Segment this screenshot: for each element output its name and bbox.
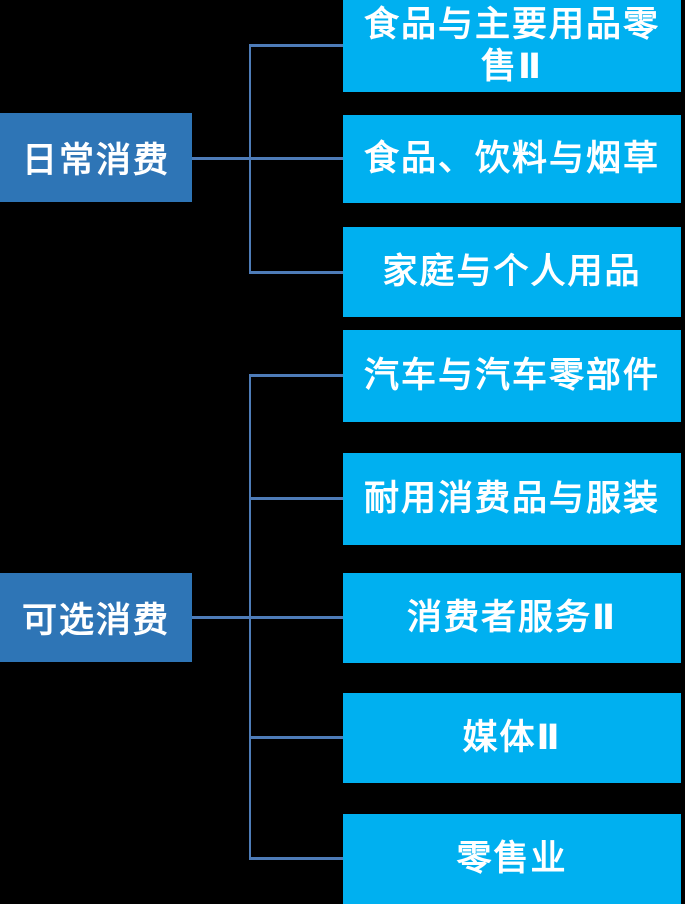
connector-daily-branch-top	[249, 44, 343, 47]
node-daily-consumption: 日常消费	[0, 113, 192, 202]
connector-optional-branch-2	[249, 497, 343, 500]
connector-optional-branch-5	[249, 857, 343, 860]
connector-optional-trunk	[249, 374, 251, 860]
connector-optional-stem	[192, 616, 343, 619]
node-media-ii: 媒体Ⅱ	[343, 693, 681, 783]
node-optional-consumption: 可选消费	[0, 573, 192, 662]
node-retailing: 零售业	[343, 814, 681, 904]
connector-daily-stem	[192, 157, 343, 160]
connector-optional-branch-4	[249, 736, 343, 739]
connector-optional-branch-1	[249, 374, 343, 377]
node-durables-apparel: 耐用消费品与服装	[343, 453, 681, 545]
connector-daily-trunk	[249, 44, 251, 274]
node-consumer-services-ii: 消费者服务Ⅱ	[343, 573, 681, 663]
node-autos-auto-parts: 汽车与汽车零部件	[343, 330, 681, 422]
node-household-personal-products: 家庭与个人用品	[343, 227, 681, 317]
node-food-beverage-tobacco: 食品、饮料与烟草	[343, 115, 681, 203]
node-food-staples-retail-ii: 食品与主要用品零售Ⅱ	[343, 0, 681, 92]
connector-daily-branch-bottom	[249, 271, 343, 274]
